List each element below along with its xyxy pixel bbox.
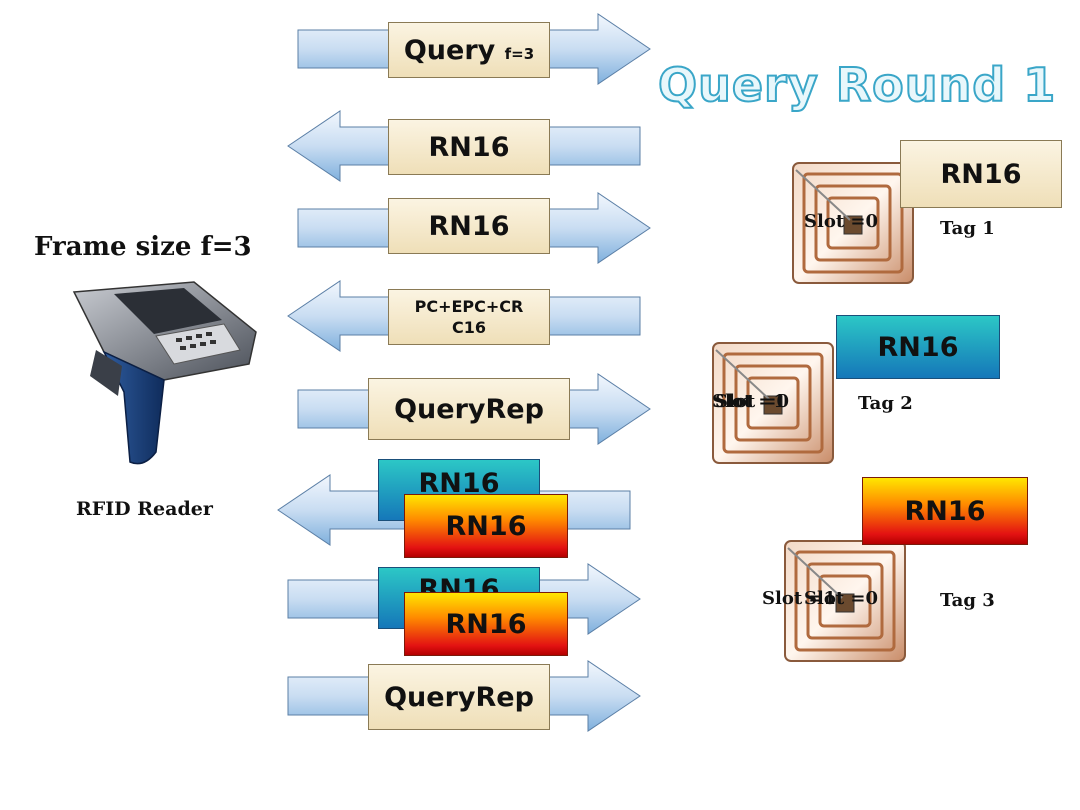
tag-2-slot-label: Slot =1: [712, 391, 787, 412]
message-label: RN16: [428, 131, 510, 163]
message-box-queryrep: QueryRep: [368, 664, 550, 730]
tag-1-slot-label: Slot =0: [804, 211, 879, 232]
message-sublabel: f=3: [504, 45, 535, 63]
message-box-queryrep: QueryRep: [368, 378, 570, 440]
tag-2-reply-label: RN16: [877, 331, 959, 363]
tag-1-reply-label: RN16: [940, 158, 1022, 190]
tag-3-reply-box: RN16: [862, 477, 1028, 545]
tag-3-reply-label: RN16: [904, 495, 986, 527]
message-box-rn16-collision-tag3: RN16: [404, 494, 568, 558]
tag-3-slot-label: Slot =1: [762, 588, 837, 609]
message-label: QueryRep: [384, 681, 534, 713]
tag-2-chip-icon: [712, 342, 834, 464]
message-box-rn16: RN16: [388, 119, 550, 175]
diagram-title: Query Round 1: [657, 57, 1057, 113]
message-label: RN16: [445, 608, 527, 640]
message-box-rn16: RN16: [388, 198, 550, 254]
rfid-reader-label: RFID Reader: [76, 498, 213, 520]
tag-2-name: Tag 2: [858, 393, 913, 414]
tag-2-slot-overlay-label: Slot =0: [715, 391, 790, 412]
tag-1-reply-box: RN16: [900, 140, 1062, 208]
frame-size-label: Frame size f=3: [34, 232, 252, 262]
tag-1-name: Tag 1: [940, 218, 995, 239]
message-label: RN16: [418, 468, 500, 499]
message-label: RN16: [445, 510, 527, 542]
tag-1-chip-icon: [792, 162, 914, 284]
message-box-pc-epc-crc16: PC+EPC+CR C16: [388, 289, 550, 345]
message-label: PC+EPC+CR C16: [414, 297, 524, 337]
tag-3-chip-icon: [784, 540, 906, 662]
tag-3-name: Tag 3: [940, 590, 995, 611]
message-box-query: Query f=3: [388, 22, 550, 78]
message-label: QueryRep: [394, 393, 544, 425]
message-label: Query: [403, 34, 496, 66]
tag-2-reply-box: RN16: [836, 315, 1000, 379]
message-label: RN16: [428, 210, 510, 242]
tag-3-slot-overlay-label: Slot =0: [804, 588, 879, 609]
rfid-reader-image: [72, 281, 257, 465]
message-box-rn16-collision-tag3: RN16: [404, 592, 568, 656]
